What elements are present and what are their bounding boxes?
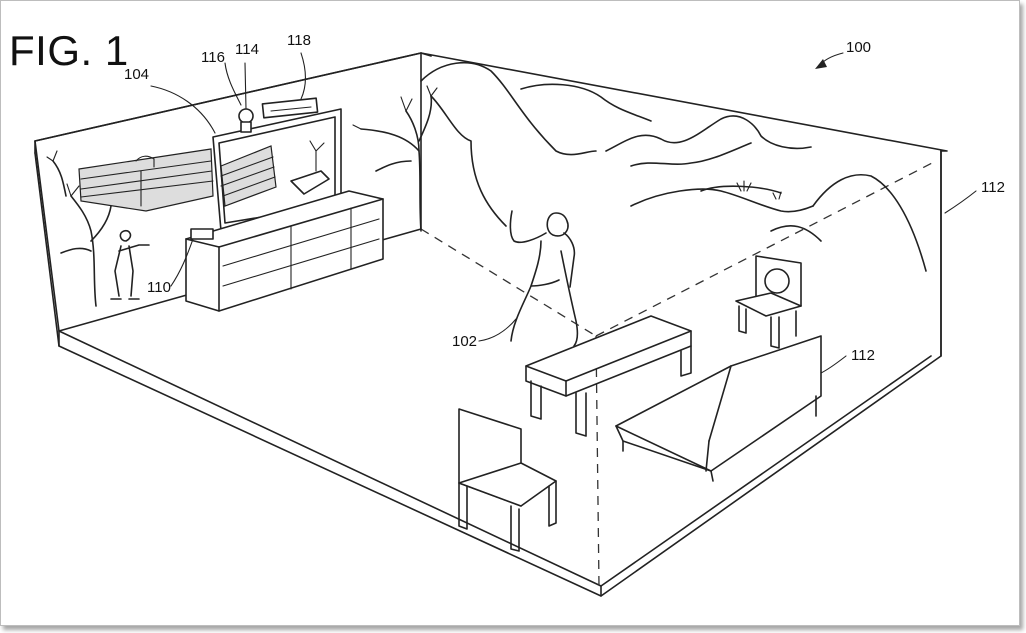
ref-system: 100 (846, 39, 872, 56)
mountain-scene (352, 61, 927, 272)
couch (615, 335, 822, 482)
room-walls (34, 52, 948, 597)
display-screen (212, 108, 342, 232)
ref-camera: 114 (235, 41, 259, 58)
ref-sensor-bar: 118 (287, 32, 311, 49)
tv-stand (185, 190, 384, 312)
user-figure (509, 210, 579, 347)
ref-display: 104 (124, 66, 150, 83)
sensor-devices (238, 97, 319, 133)
ref-environment-couch: 112 (851, 347, 875, 364)
table (525, 315, 692, 437)
figure-title: FIG. 1 (9, 27, 129, 74)
chair-back (735, 255, 802, 349)
ref-user: 102 (452, 333, 478, 350)
leader-lines (150, 52, 977, 374)
left-wall-scene (46, 148, 214, 307)
ref-environment-right: 112 (981, 179, 1005, 196)
ref-console: 110 (147, 279, 171, 296)
chair-front (458, 408, 557, 552)
ref-light: 116 (201, 49, 225, 66)
